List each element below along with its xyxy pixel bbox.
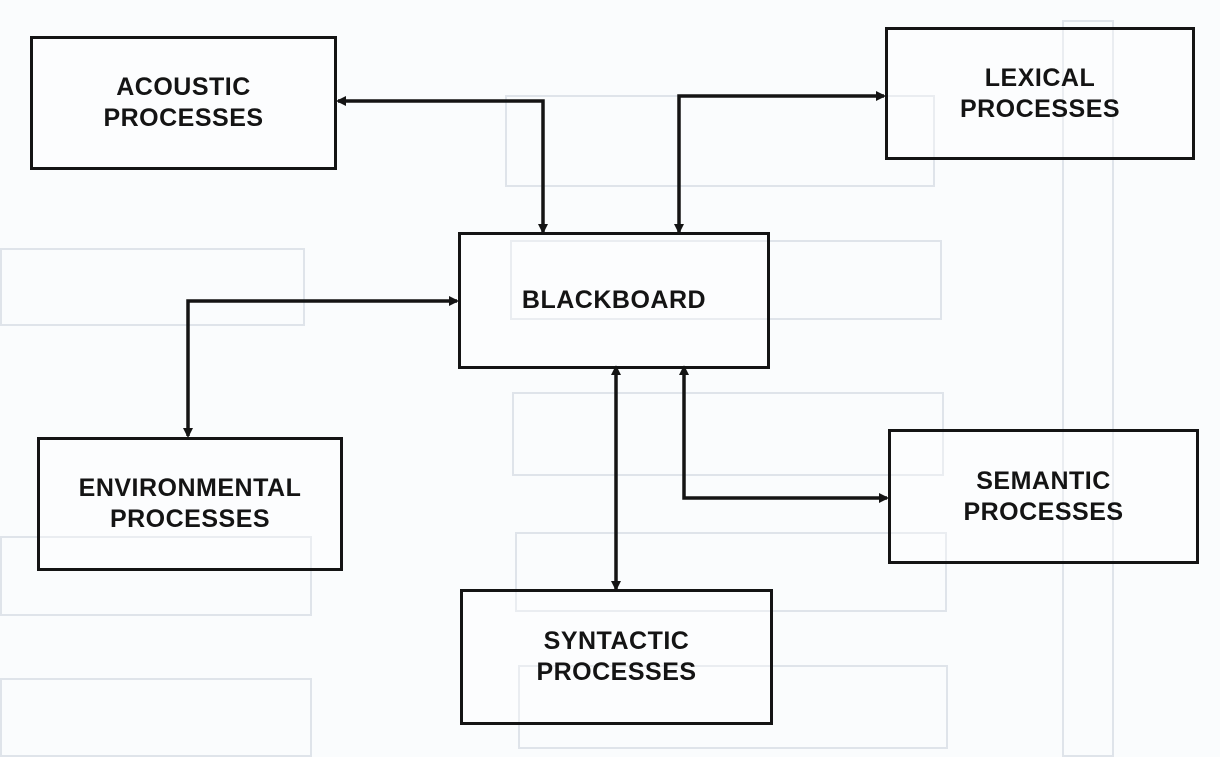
blackboard-node: BLACKBOARD [458, 232, 770, 369]
background-ghost-box [1062, 20, 1114, 757]
node-label: LEXICAL [984, 63, 1096, 92]
node-label: PROCESSES [963, 497, 1124, 526]
edge-blackboard-acoustic [336, 96, 548, 234]
node-label: SEMANTIC [976, 466, 1111, 495]
edge-blackboard-environmental [183, 296, 459, 438]
background-ghost-box [518, 665, 948, 749]
background-ghost-box [510, 240, 942, 320]
node-label: PROCESSES [103, 104, 264, 132]
node-label: SYNTACTIC [543, 627, 690, 655]
node-label: PROCESSES [536, 658, 697, 686]
node-label: ENVIRONMENTAL [78, 474, 302, 502]
node-label: PROCESSES [959, 94, 1121, 123]
node-label: ACOUSTIC [116, 73, 251, 101]
semantic-processes-node: SEMANTIC PROCESSES [888, 429, 1199, 564]
background-ghost-box [515, 532, 947, 612]
node-label: BLACKBOARD [521, 286, 707, 314]
syntactic-processes-node: SYNTACTIC PROCESSES [460, 589, 773, 725]
edge-blackboard-lexical [674, 91, 886, 234]
background-ghost-box [0, 678, 312, 757]
lexical-processes-node: LEXICAL PROCESSES [885, 27, 1195, 160]
background-ghost-box [0, 536, 312, 616]
edge-blackboard-semantic [679, 365, 889, 503]
environmental-processes-node: ENVIRONMENTAL PROCESSES [37, 437, 343, 571]
node-label: PROCESSES [109, 505, 271, 533]
background-ghost-box [0, 248, 305, 326]
acoustic-processes-node: ACOUSTIC PROCESSES [30, 36, 337, 170]
